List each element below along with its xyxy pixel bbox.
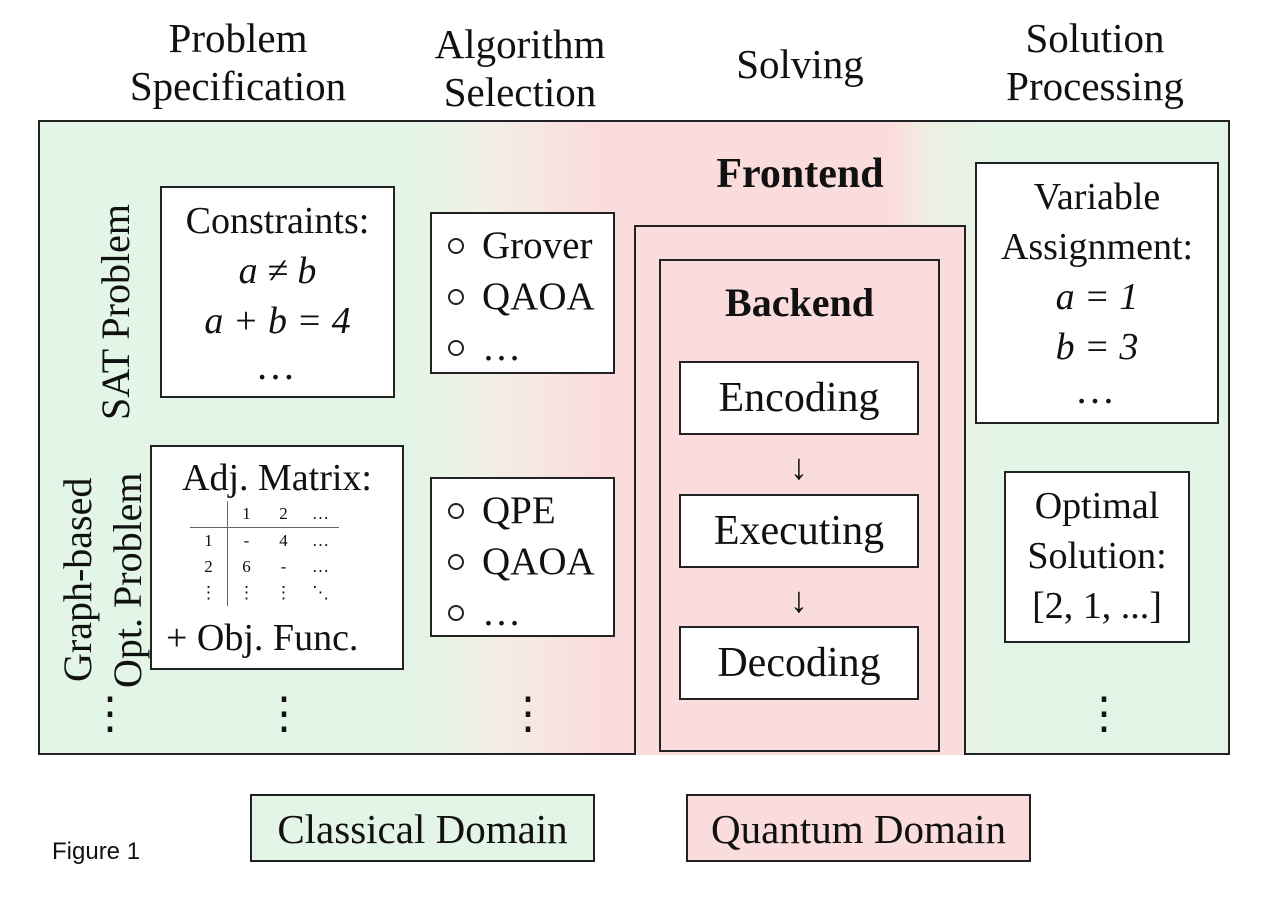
frontend-label: Frontend [716, 151, 884, 197]
decoding-stage: Decoding [679, 626, 919, 700]
table-cell: ⋮ [238, 583, 255, 602]
constraint-line: a ≠ b [238, 250, 317, 292]
bullet-icon [448, 237, 464, 254]
bullet-icon [448, 288, 464, 305]
algorithm-label: QPE [482, 489, 556, 532]
algorithm-list: Grover QAOA … [448, 220, 613, 373]
graph-based-label: Graph-based [55, 477, 100, 682]
assignment-ellipsis: … [1075, 367, 1119, 412]
sat-problem-label: SAT Problem [93, 204, 138, 420]
algorithm-label: … [482, 326, 521, 369]
header-solving: Solving [700, 40, 900, 88]
adjacency-matrix-box: Adj. Matrix: 1 2 … 1 - 4 … 2 6 - … ⋮ ⋮ ⋮… [150, 445, 404, 670]
down-arrow-icon: ↓ [790, 580, 808, 620]
bullet-icon [448, 502, 464, 519]
optimal-title: Solution: [1027, 535, 1167, 577]
algorithm-label: Grover [482, 224, 593, 267]
backend-label: Backend [725, 280, 874, 325]
list-item: QAOA [448, 271, 613, 322]
algorithm-box-opt: QPE QAOA … [430, 477, 615, 637]
optimal-solution-box: Optimal Solution: [2, 1, ...] [1004, 471, 1190, 643]
algorithm-box-sat: Grover QAOA … [430, 212, 615, 374]
down-arrow-icon: ↓ [790, 447, 808, 487]
table-row: 2 6 - … [190, 554, 339, 580]
opt-problem-label: Opt. Problem [105, 472, 150, 688]
header-line: Selection [443, 69, 597, 115]
header-problem-specification: Problem Specification [108, 14, 368, 110]
objective-function-label: + Obj. Func. [166, 617, 359, 659]
table-cell: … [312, 557, 329, 576]
bullet-icon [448, 604, 464, 621]
constraints-box: Constraints: a ≠ b a + b = 4 … [160, 186, 395, 398]
table-cell: 1 [227, 501, 265, 528]
problem-spec-vertical-ellipsis: ⋮ [262, 689, 306, 738]
list-item: QAOA [448, 536, 613, 587]
solution-vertical-ellipsis: ⋮ [1082, 689, 1126, 738]
assignment-line: a = 1 [1055, 276, 1139, 318]
table-cell: ⋮ [275, 583, 292, 602]
table-cell: … [302, 501, 339, 528]
table-row: 1 - 4 … [190, 527, 339, 554]
encoding-stage: Encoding [679, 361, 919, 435]
header-line: Algorithm [434, 21, 606, 67]
figure-caption: Figure 1 [52, 838, 141, 865]
table-cell: 1 [190, 527, 228, 554]
variable-assignment-box: Variable Assignment: a = 1 b = 3 … [975, 162, 1219, 424]
algorithm-vertical-ellipsis: ⋮ [506, 689, 550, 738]
constraints-title: Constraints: [185, 200, 370, 242]
variable-title: Variable [1033, 176, 1161, 218]
legend-classical-domain: Classical Domain [250, 794, 595, 862]
table-cell [190, 501, 228, 528]
list-item: … [448, 322, 613, 373]
constraint-line: a + b = 4 [204, 300, 351, 342]
variable-title: Assignment: [1000, 226, 1194, 268]
table-cell: 6 [242, 557, 251, 576]
optimal-title: Optimal [1034, 485, 1160, 527]
header-line: Solution [1025, 15, 1165, 61]
list-item: … [448, 587, 613, 638]
adjacency-table: 1 2 … 1 - 4 … 2 6 - … ⋮ ⋮ ⋮ ⋱ [190, 501, 339, 606]
table-cell: - [243, 531, 250, 550]
header-line: Problem [168, 15, 308, 61]
list-item: Grover [448, 220, 613, 271]
list-item: QPE [448, 485, 613, 536]
header-line: Specification [129, 63, 347, 109]
table-cell: ⋮ [190, 580, 228, 606]
adj-matrix-title: Adj. Matrix: [182, 457, 372, 499]
header-line: Processing [1006, 63, 1184, 109]
constraints-ellipsis: … [255, 343, 300, 388]
table-cell: 2 [265, 501, 302, 528]
algorithm-label: … [482, 591, 521, 634]
table-cell: … [312, 531, 329, 550]
header-solution-processing: Solution Processing [980, 14, 1210, 110]
table-cell: 4 [279, 531, 288, 550]
bullet-icon [448, 553, 464, 570]
table-cell: - [280, 557, 287, 576]
header-line: Solving [736, 41, 864, 87]
algorithm-label: QAOA [482, 540, 595, 583]
table-row: 1 2 … [190, 501, 339, 528]
table-row: ⋮ ⋮ ⋮ ⋱ [190, 580, 339, 606]
algorithm-label: QAOA [482, 275, 595, 318]
header-algorithm-selection: Algorithm Selection [410, 20, 630, 116]
table-cell: ⋱ [312, 583, 329, 602]
table-cell: 2 [190, 554, 228, 580]
assignment-line: b = 3 [1055, 326, 1139, 368]
legend-quantum-domain: Quantum Domain [686, 794, 1031, 862]
executing-stage: Executing [679, 494, 919, 568]
vertical-ellipsis: ⋮ [88, 689, 132, 738]
optimal-value: [2, 1, ...] [1032, 585, 1162, 627]
algorithm-list: QPE QAOA … [448, 485, 613, 638]
bullet-icon [448, 339, 464, 356]
